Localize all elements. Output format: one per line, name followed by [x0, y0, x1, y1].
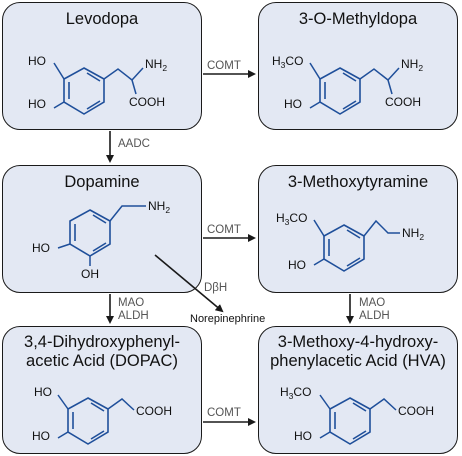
- methoxytyramine-h3co-3: 3: [285, 217, 290, 227]
- levodopa-structure: HO HO NH2 COOH: [28, 54, 167, 115]
- dbh-label: DβH: [204, 282, 228, 294]
- methyldopa-nh-sub: 2: [418, 63, 423, 73]
- methyldopa-h3co-h: H: [272, 54, 281, 68]
- levodopa-ho-top: HO: [28, 54, 46, 68]
- dopac-title-line1: 3,4-Dihydroxyphenyl-: [24, 333, 180, 351]
- methyldopa-title: 3-O-Methyldopa: [298, 10, 418, 28]
- levodopa-title: Levodopa: [65, 10, 139, 28]
- aldh-label-left: ALDH: [118, 310, 149, 322]
- hva-title-line2: phenylacetic Acid (HVA): [270, 352, 446, 370]
- dopac-cooh: COOH: [136, 404, 172, 418]
- arrow-dopamine-to-norepinephrine: [154, 254, 224, 313]
- dopamine-nh: NH: [148, 199, 165, 213]
- dopac-ho-bottom: HO: [32, 429, 50, 443]
- methoxytyramine-title: 3-Methoxytyramine: [287, 173, 429, 191]
- methyldopa-h3co: H3CO: [272, 54, 303, 70]
- levodopa-cooh: COOH: [129, 95, 165, 109]
- comt-label-top: COMT: [207, 60, 241, 72]
- hva-h3co-h: H: [280, 385, 289, 399]
- aldh-label-right: ALDH: [359, 310, 390, 322]
- dopamine-box: Dopamine: [2, 165, 202, 293]
- methoxytyramine-h3co: H3CO: [276, 211, 307, 227]
- dopamine-nh2: NH2: [148, 199, 170, 215]
- hva-title-line1: 3-Methoxy-4-hydroxy-: [277, 333, 439, 351]
- methyldopa-nh2: NH2: [401, 57, 423, 73]
- methoxytyramine-structure: H3CO HO NH2: [276, 211, 424, 272]
- aadc-label: AADC: [118, 138, 150, 150]
- dopamine-oh: OH: [81, 267, 99, 281]
- levodopa-box: Levodopa: [2, 2, 202, 130]
- dopamine-structure: NH2 HO OH: [32, 199, 170, 281]
- hva-ho: HO: [294, 429, 312, 443]
- methoxytyramine-nh: NH: [402, 226, 419, 240]
- hva-h3co-3: 3: [289, 391, 294, 401]
- methyldopa-ho: HO: [284, 97, 302, 111]
- methoxytyramine-nh-sub: 2: [419, 232, 424, 242]
- levodopa-nh2: NH2: [145, 57, 167, 73]
- dopac-ho-top: HO: [34, 385, 52, 399]
- mao-label-left: MAO: [118, 297, 145, 309]
- comt-label-bottom: COMT: [207, 407, 241, 419]
- levodopa-nh: NH: [145, 57, 162, 71]
- methoxytyramine-h3co-h: H: [276, 211, 285, 225]
- methyldopa-nh: NH: [401, 57, 418, 71]
- methyldopa-h3co-co: CO: [285, 54, 303, 68]
- hva-h3co-co: CO: [293, 385, 311, 399]
- dopamine-nh-sub: 2: [165, 205, 170, 215]
- norepinephrine-label: Norepinephrine: [190, 313, 266, 325]
- methoxytyramine-nh2: NH2: [402, 226, 424, 242]
- methyldopa-h3co-3: 3: [281, 60, 286, 70]
- methoxytyramine-box: 3-Methoxytyramine: [258, 165, 458, 293]
- methyldopa-cooh: COOH: [385, 95, 421, 109]
- dopamine-title: Dopamine: [64, 173, 140, 191]
- dopamine-ho: HO: [32, 241, 50, 255]
- hva-structure: H3CO HO COOH: [280, 385, 434, 445]
- hva-h3co: H3CO: [280, 385, 311, 401]
- dopac-structure: HO HO COOH: [32, 385, 172, 445]
- hva-cooh: COOH: [398, 404, 434, 418]
- methyldopa-box: 3-O-Methyldopa: [258, 2, 458, 130]
- dopac-title-line2: acetic Acid (DOPAC): [26, 352, 178, 370]
- methoxytyramine-ho: HO: [288, 258, 306, 272]
- levodopa-nh-sub: 2: [162, 63, 167, 73]
- comt-label-mid: COMT: [207, 224, 241, 236]
- dopac-box: 3,4-Dihydroxyphenyl- acetic Acid (DOPAC): [2, 326, 202, 454]
- methyldopa-structure: H3CO HO NH2 COOH: [272, 54, 423, 115]
- hva-box: 3-Methoxy-4-hydroxy- phenylacetic Acid (…: [258, 326, 458, 454]
- levodopa-ho-bottom: HO: [28, 97, 46, 111]
- mao-label-right: MAO: [359, 297, 386, 309]
- methoxytyramine-h3co-co: CO: [289, 211, 307, 225]
